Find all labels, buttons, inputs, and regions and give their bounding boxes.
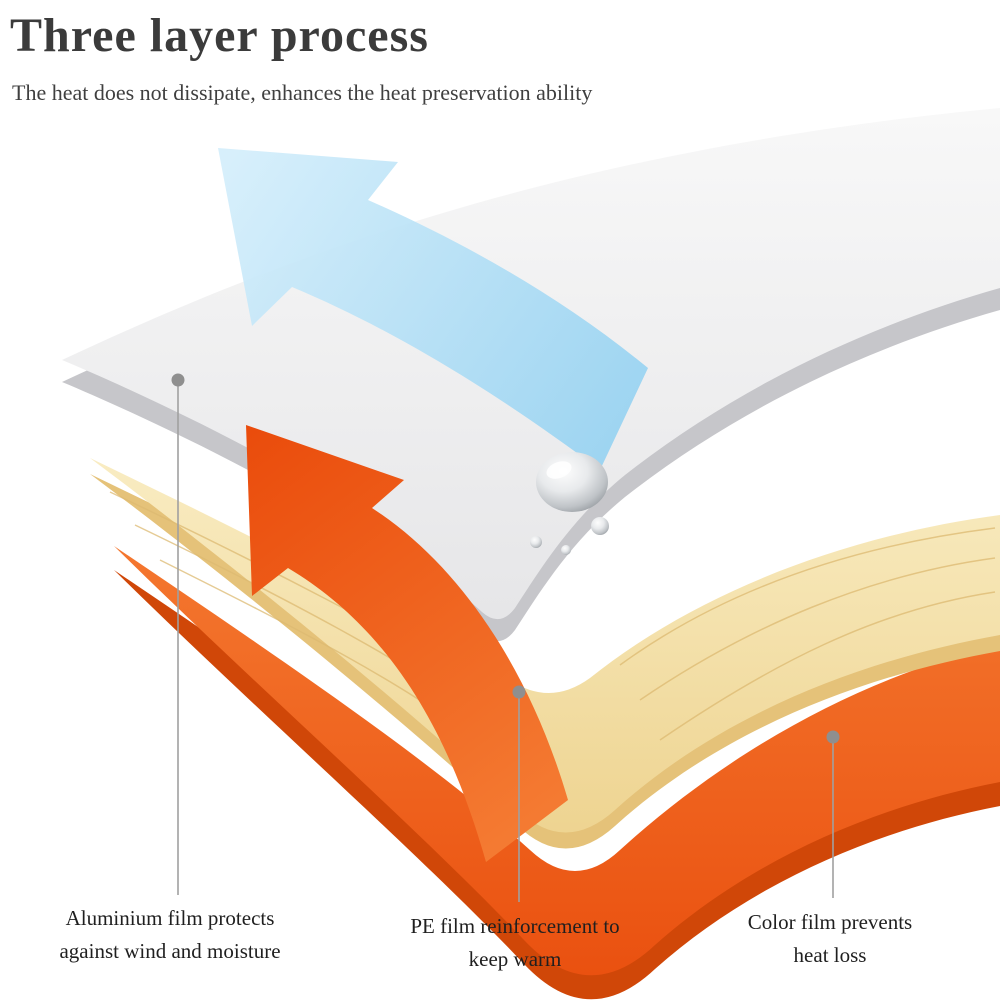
layer-color-film	[114, 546, 1000, 976]
callout-dot-2	[512, 685, 526, 699]
airflow-arrow-blue-icon	[218, 148, 648, 470]
callout-label-color-film: Color film prevents heat loss	[747, 910, 913, 967]
callout-label-pe-film: PE film reinforcement to keep warm	[410, 914, 620, 971]
page-subtitle: The heat does not dissipate, enhances th…	[12, 80, 593, 105]
page-title: Three layer process	[10, 9, 429, 62]
callout-dot-3	[826, 730, 840, 744]
callout-dot-1	[171, 373, 185, 387]
heat-arrow-orange-icon	[246, 425, 568, 862]
water-droplet-icon	[530, 452, 609, 555]
water-droplet-small	[591, 517, 609, 535]
callout-label-aluminium-film: Aluminium film protects against wind and…	[59, 906, 281, 963]
water-droplet-small	[530, 536, 542, 548]
water-droplet-small	[561, 545, 571, 555]
